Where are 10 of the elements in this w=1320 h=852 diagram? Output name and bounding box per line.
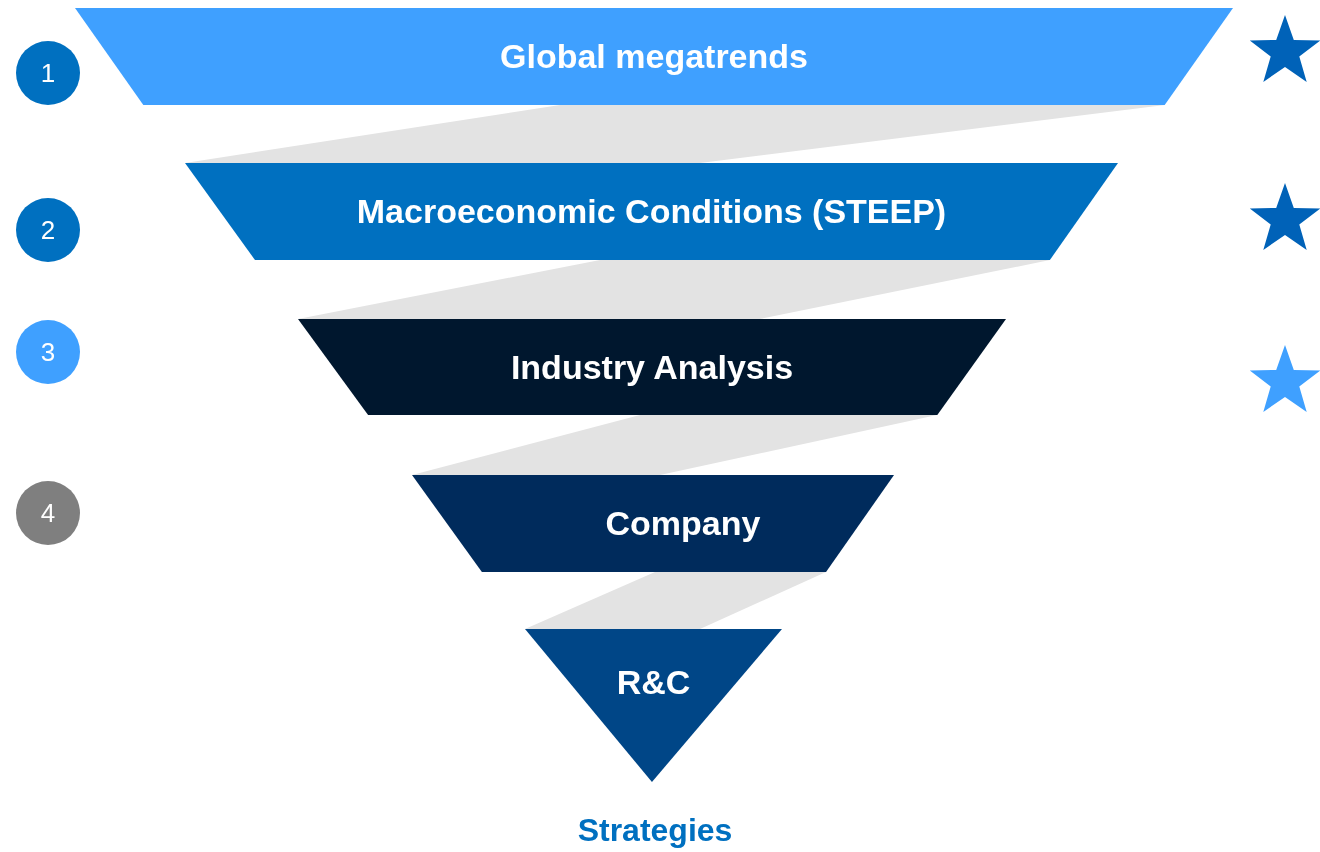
outcome-label: Strategies	[576, 812, 734, 849]
level-label: Global megatrends	[500, 37, 808, 76]
step-number: 4	[40, 497, 56, 529]
step-number: 3	[40, 336, 56, 368]
level-label: R&C	[616, 663, 691, 702]
level-label: Macroeconomic Conditions (STEEP)	[356, 192, 947, 231]
level-label: Industry Analysis	[510, 347, 794, 387]
step-number: 1	[40, 57, 56, 89]
level-label: Company	[605, 504, 761, 543]
step-number: 2	[40, 214, 56, 246]
